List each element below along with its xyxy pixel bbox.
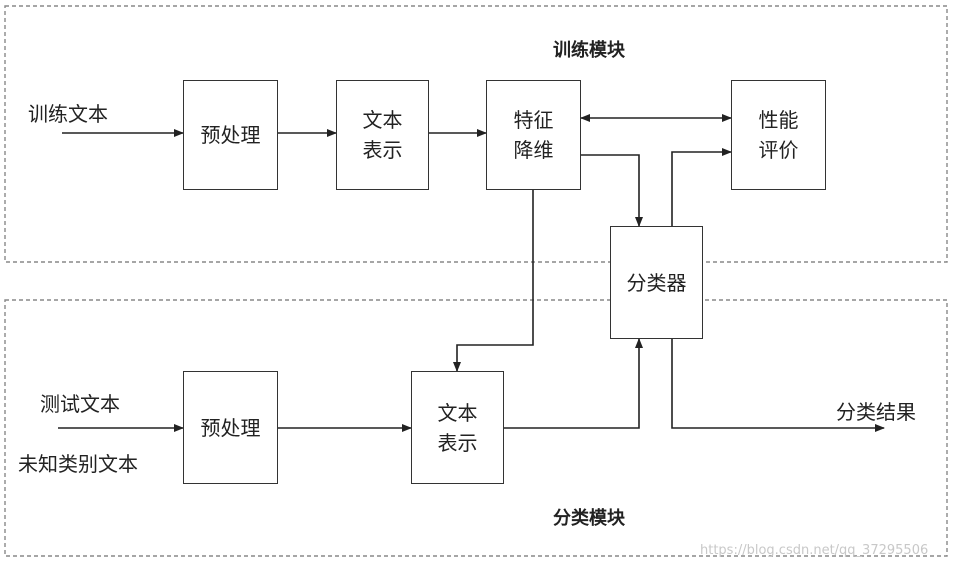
train-preprocess-box: 预处理: [183, 80, 278, 190]
arrow-test-repr-to-classifier: [504, 338, 643, 429]
performance-eval-box: 性能 评价: [731, 80, 826, 190]
classification-module-frame: [4, 299, 948, 557]
training-text-label: 训练文本: [28, 102, 108, 126]
unknown-text-label: 未知类别文本: [18, 452, 138, 476]
arrow-feature-to-classifier: [581, 154, 643, 227]
test-text-label: 测试文本: [40, 392, 120, 416]
training-module-frame: [4, 5, 948, 263]
arrow-classifier-to-result: [671, 339, 885, 432]
test-preprocess-box: 预处理: [183, 371, 278, 484]
training-module-title: 训练模块: [553, 40, 625, 61]
classification-module-title: 分类模块: [553, 508, 625, 529]
watermark: https://blog.csdn.net/qq_37295506: [700, 543, 929, 558]
arrow-feature-to-test-repr: [453, 190, 534, 372]
test-text-repr-box: 文本 表示: [411, 371, 504, 484]
train-text-repr-box: 文本 表示: [336, 80, 429, 190]
arrow-classifier-to-eval: [671, 148, 732, 226]
classifier-box: 分类器: [610, 226, 703, 339]
classification-result-label: 分类结果: [836, 400, 916, 424]
feature-reduction-box: 特征 降维: [486, 80, 581, 190]
